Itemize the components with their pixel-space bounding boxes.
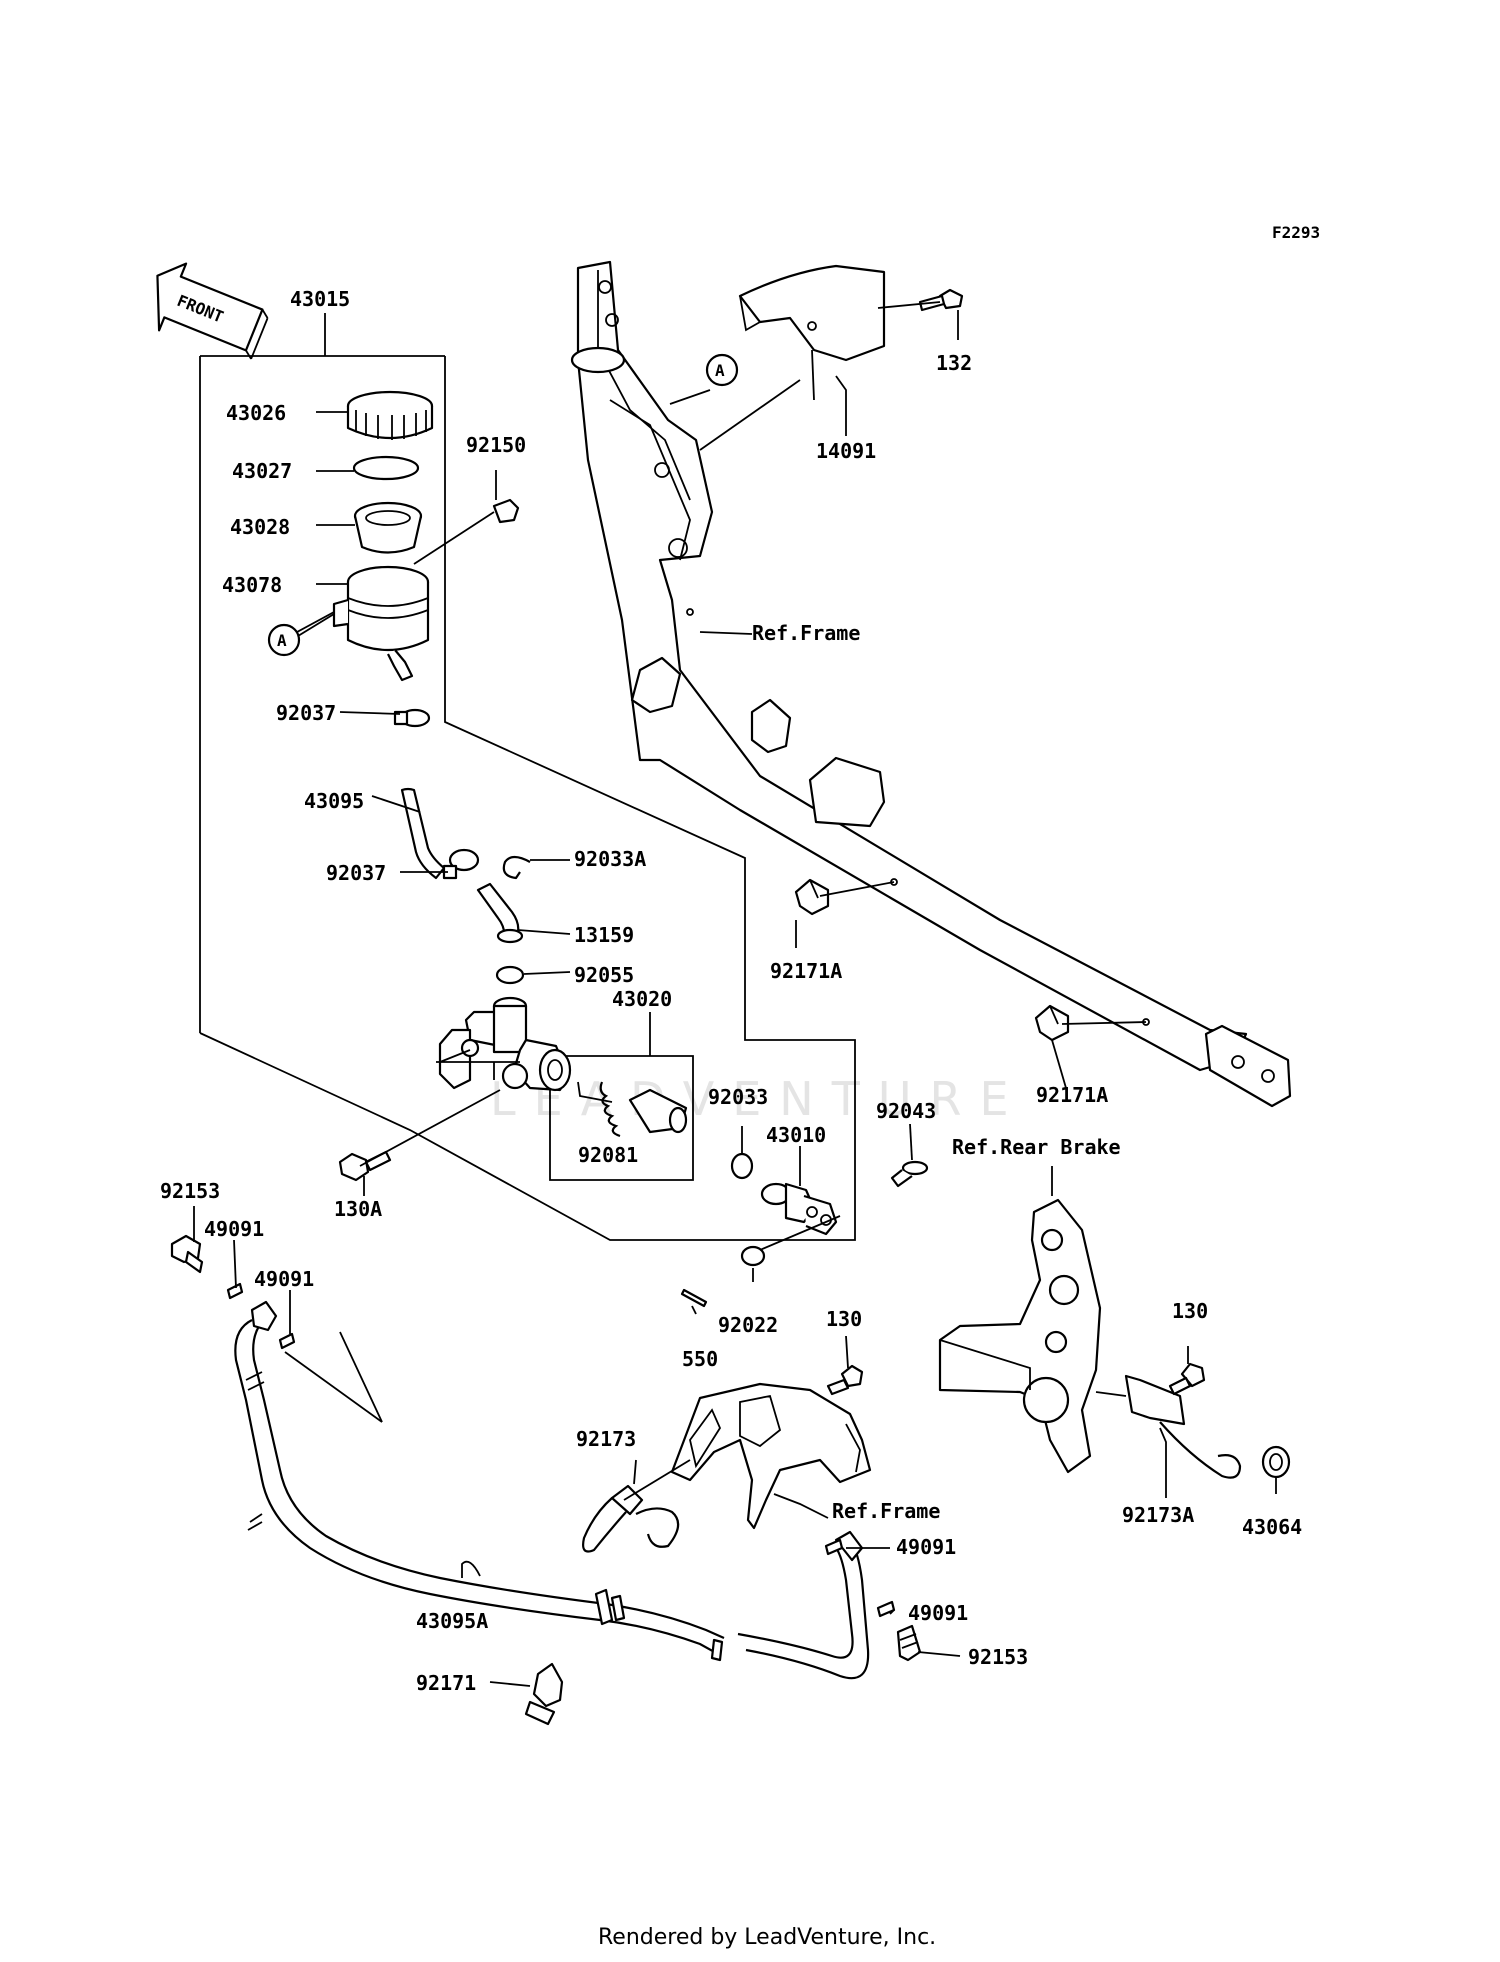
label-92150: 92150 — [466, 433, 526, 457]
watermark: LEADVENTURE — [490, 1072, 1027, 1126]
circlip-92033 — [730, 1152, 754, 1180]
label-ref-frame-lower: Ref.Frame — [832, 1499, 940, 1523]
label-43064: 43064 — [1242, 1515, 1302, 1539]
diaphragm-43028 — [353, 501, 423, 554]
label-130A: 130A — [334, 1197, 382, 1221]
washer-92022 — [740, 1245, 766, 1267]
label-92037-lower: 92037 — [326, 861, 386, 885]
label-92153-upper: 92153 — [160, 1179, 220, 1203]
grommet-43064 — [1261, 1445, 1291, 1479]
washer-49091-b — [278, 1332, 296, 1350]
label-92081: 92081 — [578, 1143, 638, 1167]
label-43020: 43020 — [612, 987, 672, 1011]
label-49091-a: 49091 — [204, 1217, 264, 1241]
label-132: 132 — [936, 351, 972, 375]
cotter-pin-550 — [680, 1288, 708, 1308]
label-43095A: 43095A — [416, 1609, 488, 1633]
banjo-bolt-92153-upper — [170, 1234, 204, 1274]
part-labels: 43015 43026 43027 43028 43078 92150 9203… — [160, 287, 1302, 1695]
rear-brake-pedal — [938, 1198, 1102, 1474]
label-92171: 92171 — [416, 1671, 476, 1695]
bolt-132 — [918, 288, 964, 312]
ref-circle-a-lower-text: A — [277, 631, 287, 650]
label-130-right: 130 — [1172, 1299, 1208, 1323]
banjo-bolt-92153-lower — [896, 1624, 922, 1662]
washer-49091-a — [226, 1282, 244, 1300]
label-92022: 92022 — [718, 1313, 778, 1337]
label-43027: 43027 — [232, 459, 292, 483]
reservoir-43078 — [332, 565, 430, 682]
washer-49091-c — [824, 1538, 844, 1556]
ref-circle-a-lower: A — [267, 623, 301, 657]
label-130-center: 130 — [826, 1307, 862, 1331]
circlip-92033A — [502, 855, 531, 880]
clamp-92171 — [524, 1662, 564, 1726]
bolt-130-right — [1168, 1362, 1206, 1396]
assembly-bracket-43020 — [549, 1012, 694, 1181]
label-49091-d: 49091 — [908, 1601, 968, 1625]
hose-43095 — [400, 787, 446, 880]
ref-circle-a-upper-text: A — [715, 361, 725, 380]
pin-92043 — [890, 1160, 929, 1188]
brake-hose-43095A — [234, 1300, 870, 1680]
label-43015: 43015 — [290, 287, 350, 311]
label-92153-lower: 92153 — [968, 1645, 1028, 1669]
label-92171A-upper: 92171A — [770, 959, 842, 983]
label-92033: 92033 — [708, 1085, 768, 1109]
label-92033A: 92033A — [574, 847, 646, 871]
clamp-92171A-lower — [1034, 1004, 1070, 1042]
ref-circle-a-upper: A — [705, 353, 739, 387]
bolt-130A — [338, 1150, 392, 1182]
label-92171A-lower: 92171A — [1036, 1083, 1108, 1107]
label-43026: 43026 — [226, 401, 286, 425]
front-arrow-icon: FRONT — [156, 262, 269, 360]
footer-credit: Rendered by LeadVenture, Inc. — [598, 1925, 936, 1950]
leader-lines — [193, 301, 1277, 1687]
clamp-92037-upper — [393, 708, 431, 728]
label-13159: 13159 — [574, 923, 634, 947]
reservoir-cap-43026 — [346, 390, 434, 440]
label-92173A: 92173A — [1122, 1503, 1194, 1527]
label-ref-frame-upper: Ref.Frame — [752, 621, 860, 645]
bracket-92173A — [1124, 1374, 1242, 1479]
label-550: 550 — [682, 1347, 718, 1371]
hose-joint-13159 — [476, 882, 524, 944]
push-rod-clevis-43010 — [760, 1182, 838, 1236]
cover-14091 — [738, 264, 886, 401]
piston-spring-92081 — [599, 1081, 688, 1138]
label-49091-b: 49091 — [254, 1267, 314, 1291]
label-43028: 43028 — [230, 515, 290, 539]
master-cylinder-body — [436, 996, 572, 1092]
diaphragm-plate-43027 — [352, 455, 420, 481]
label-49091-c: 49091 — [896, 1535, 956, 1559]
clamp-92037-lower — [442, 848, 480, 880]
label-92043: 92043 — [876, 1099, 936, 1123]
label-43078: 43078 — [222, 573, 282, 597]
label-92173: 92173 — [576, 1427, 636, 1451]
label-ref-rear-brake: Ref.Rear Brake — [952, 1135, 1121, 1159]
frame-lower-bracket — [670, 1382, 872, 1530]
label-14091: 14091 — [816, 439, 876, 463]
o-ring-92055 — [495, 965, 525, 985]
label-92037-upper: 92037 — [276, 701, 336, 725]
clamp-92171A-upper — [794, 878, 830, 916]
bolt-92150 — [492, 498, 520, 524]
label-43095: 43095 — [304, 789, 364, 813]
assembly-bracket-43015 — [199, 313, 856, 1241]
label-43010: 43010 — [766, 1123, 826, 1147]
washer-49091-d — [876, 1600, 896, 1618]
bolt-130-center — [826, 1364, 864, 1396]
diagram-code: F2293 — [1272, 223, 1320, 242]
frame-main — [570, 260, 1292, 1108]
label-92055: 92055 — [574, 963, 634, 987]
